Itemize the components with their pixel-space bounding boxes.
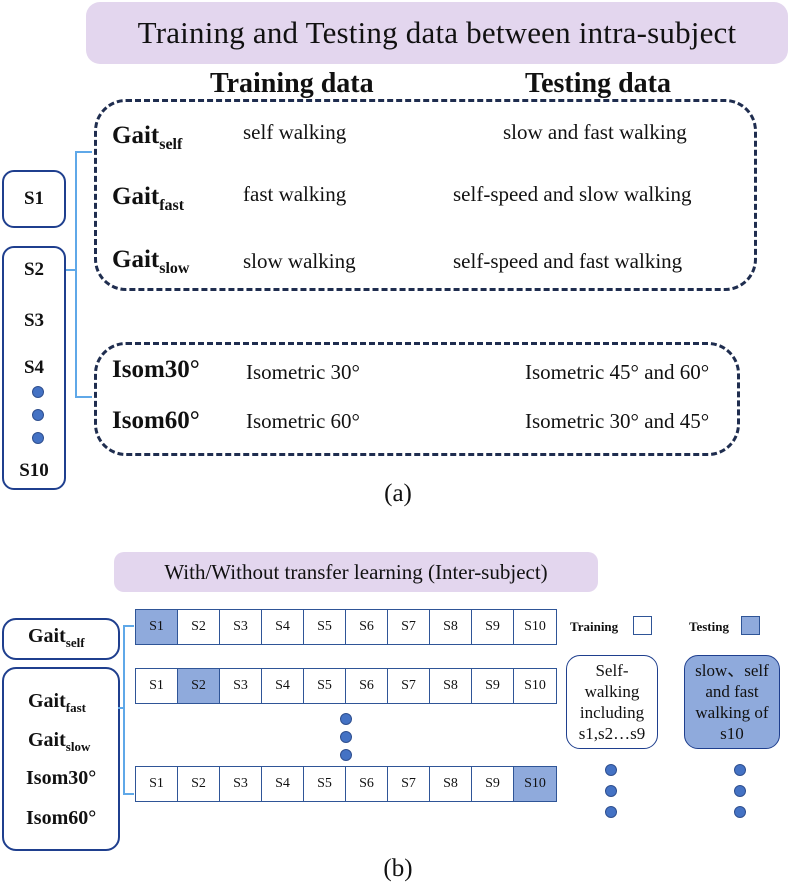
isom30-label: Isom30°	[26, 767, 97, 789]
training-data-header: Training data	[210, 68, 374, 99]
gait-self-box	[2, 618, 120, 660]
gait-self-label: Gaitself	[28, 625, 85, 650]
subject-cell: S8	[430, 669, 472, 703]
subject-cell: S9	[472, 669, 514, 703]
subject-cell: S6	[346, 767, 388, 801]
ellipsis-dot	[340, 731, 352, 743]
isom60-label: Isom60°	[26, 807, 97, 829]
subject-cell: S7	[388, 767, 430, 801]
legend-testing-swatch	[741, 616, 760, 635]
subject-cell: S4	[262, 767, 304, 801]
ellipsis-dot	[32, 409, 44, 421]
subject-cell: S1	[136, 610, 178, 644]
subject-cell: S7	[388, 669, 430, 703]
legend-training-swatch	[633, 616, 652, 635]
gait-slow-train: slow walking	[243, 249, 356, 273]
gait-fast-label: Gaitfast	[112, 183, 185, 214]
subject-cell: S10	[524, 619, 546, 634]
ellipsis-dot	[734, 785, 746, 797]
training-note: Self- walking including s1,s2…s9	[566, 655, 658, 749]
ellipsis-dot	[605, 806, 617, 818]
subject-s3-label: S3	[23, 310, 45, 331]
subject-s4-label: S4	[23, 357, 45, 378]
other-conditions-box	[2, 667, 120, 851]
testing-data-header: Testing data	[525, 68, 672, 99]
isom60-train: Isometric 60°	[246, 409, 360, 433]
isom30-test: Isometric 45° and 60°	[525, 360, 710, 384]
subject-cell: S10	[514, 767, 556, 801]
gait-self-label: Gaitself	[112, 122, 183, 153]
panel-a-title: Training and Testing data between intra-…	[86, 2, 788, 64]
gait-self-train: self walking	[243, 120, 347, 144]
subject-cell: S8	[430, 767, 472, 801]
gait-slow-label: Gaitslow	[28, 729, 91, 754]
legend-training-label: Training	[570, 619, 619, 634]
subject-cell: S3	[220, 767, 262, 801]
ellipsis-dot	[605, 764, 617, 776]
ellipsis-dot	[734, 764, 746, 776]
subject-cell: S6	[346, 669, 388, 703]
panel-a-caption: (a)	[384, 480, 412, 507]
subject-cell: S2	[178, 610, 220, 644]
subject-cell: S3	[220, 610, 262, 644]
subject-cell: S4	[262, 669, 304, 703]
subject-cell: S2	[178, 767, 220, 801]
subject-bracket	[66, 151, 92, 398]
gait-fast-label: Gaitfast	[28, 690, 86, 715]
condition-bracket	[118, 625, 134, 795]
ellipsis-dot	[340, 713, 352, 725]
subject-cell: S5	[304, 610, 346, 644]
subject-cell: S9	[472, 767, 514, 801]
subjects-s2-s10-box	[2, 246, 66, 490]
ellipsis-dot	[32, 432, 44, 444]
legend-testing-label: Testing	[689, 619, 729, 634]
isom60-test: Isometric 30° and 45°	[525, 409, 710, 433]
subject-cell: S1	[136, 669, 178, 703]
subject-s1-box	[2, 170, 66, 228]
testing-note: slow、self and fast walking of s10	[684, 655, 780, 749]
subject-cell: S1	[136, 767, 178, 801]
panel-b-title: With/Without transfer learning (Inter-su…	[114, 552, 598, 592]
isom30-label: Isom30°	[112, 356, 200, 383]
ellipsis-dot	[340, 749, 352, 761]
subject-cell: S4	[262, 610, 304, 644]
panel-b-caption: (b)	[383, 855, 413, 882]
subject-cell: S6	[346, 610, 388, 644]
subject-cell: S7	[388, 610, 430, 644]
gait-self-test: slow and fast walking	[503, 120, 687, 144]
subject-cell: S5	[304, 767, 346, 801]
ellipsis-dot	[32, 386, 44, 398]
subject-cell: S5	[304, 669, 346, 703]
subject-s1-label: S1	[23, 188, 45, 209]
isometric-conditions-box	[94, 342, 740, 456]
gait-slow-test: self-speed and fast walking	[453, 249, 683, 273]
subject-cell: S8	[430, 610, 472, 644]
ellipsis-dot	[734, 806, 746, 818]
subject-s10-label: S10	[19, 460, 49, 481]
subject-cell: S9	[472, 610, 514, 644]
gait-conditions-box	[94, 99, 757, 291]
subject-s2-label: S2	[23, 259, 45, 280]
ellipsis-dot	[605, 785, 617, 797]
gait-fast-test: self-speed and slow walking	[453, 182, 692, 206]
gait-slow-label: Gaitslow	[112, 246, 190, 277]
subject-cell: S3	[220, 669, 262, 703]
gait-fast-train: fast walking	[243, 182, 347, 206]
isom30-train: Isometric 30°	[246, 360, 360, 384]
subject-cell: S10	[524, 678, 546, 693]
isom60-label: Isom60°	[112, 407, 200, 434]
subject-cell: S2	[178, 669, 220, 703]
